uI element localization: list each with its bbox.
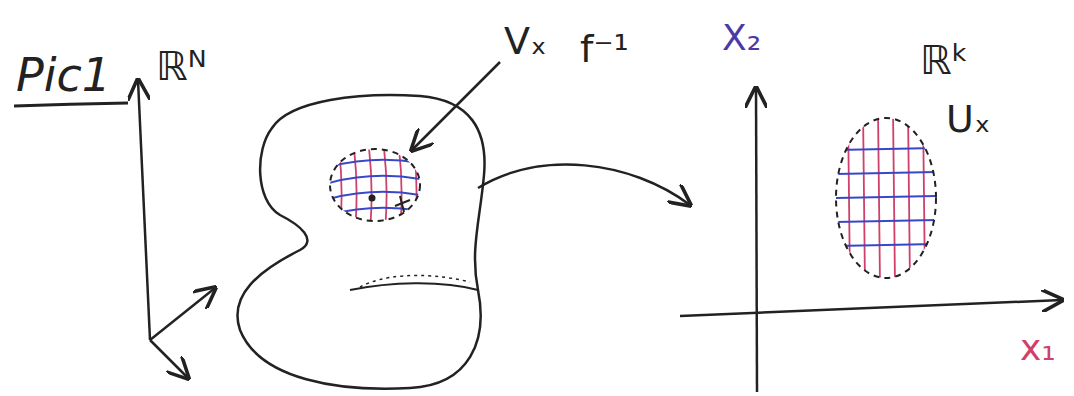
figure-title: Pic1 [16,52,111,98]
patch-label: Uₓ [946,100,991,138]
cross-section [350,283,478,290]
map-label: f⁻¹ [580,30,629,68]
manifold [237,95,484,389]
patch-label: Vₓ [504,22,547,60]
coordinate-grid [830,110,942,285]
coordinate-grid [325,140,425,230]
space-label: ℝᵏ [920,40,969,80]
leader-line [412,62,500,150]
axes-3d [138,80,215,378]
point-mark [395,196,410,212]
point [369,195,376,202]
patch-u [836,118,936,278]
axis-label: X₂ [722,20,761,56]
space-label: ℝᴺ [156,46,207,86]
axis-label: x₁ [1020,330,1056,366]
map-arrow [478,165,690,205]
patch-v [330,149,420,221]
underline [14,103,128,106]
axes-2d [680,88,1062,392]
cross-section-back [360,275,470,287]
